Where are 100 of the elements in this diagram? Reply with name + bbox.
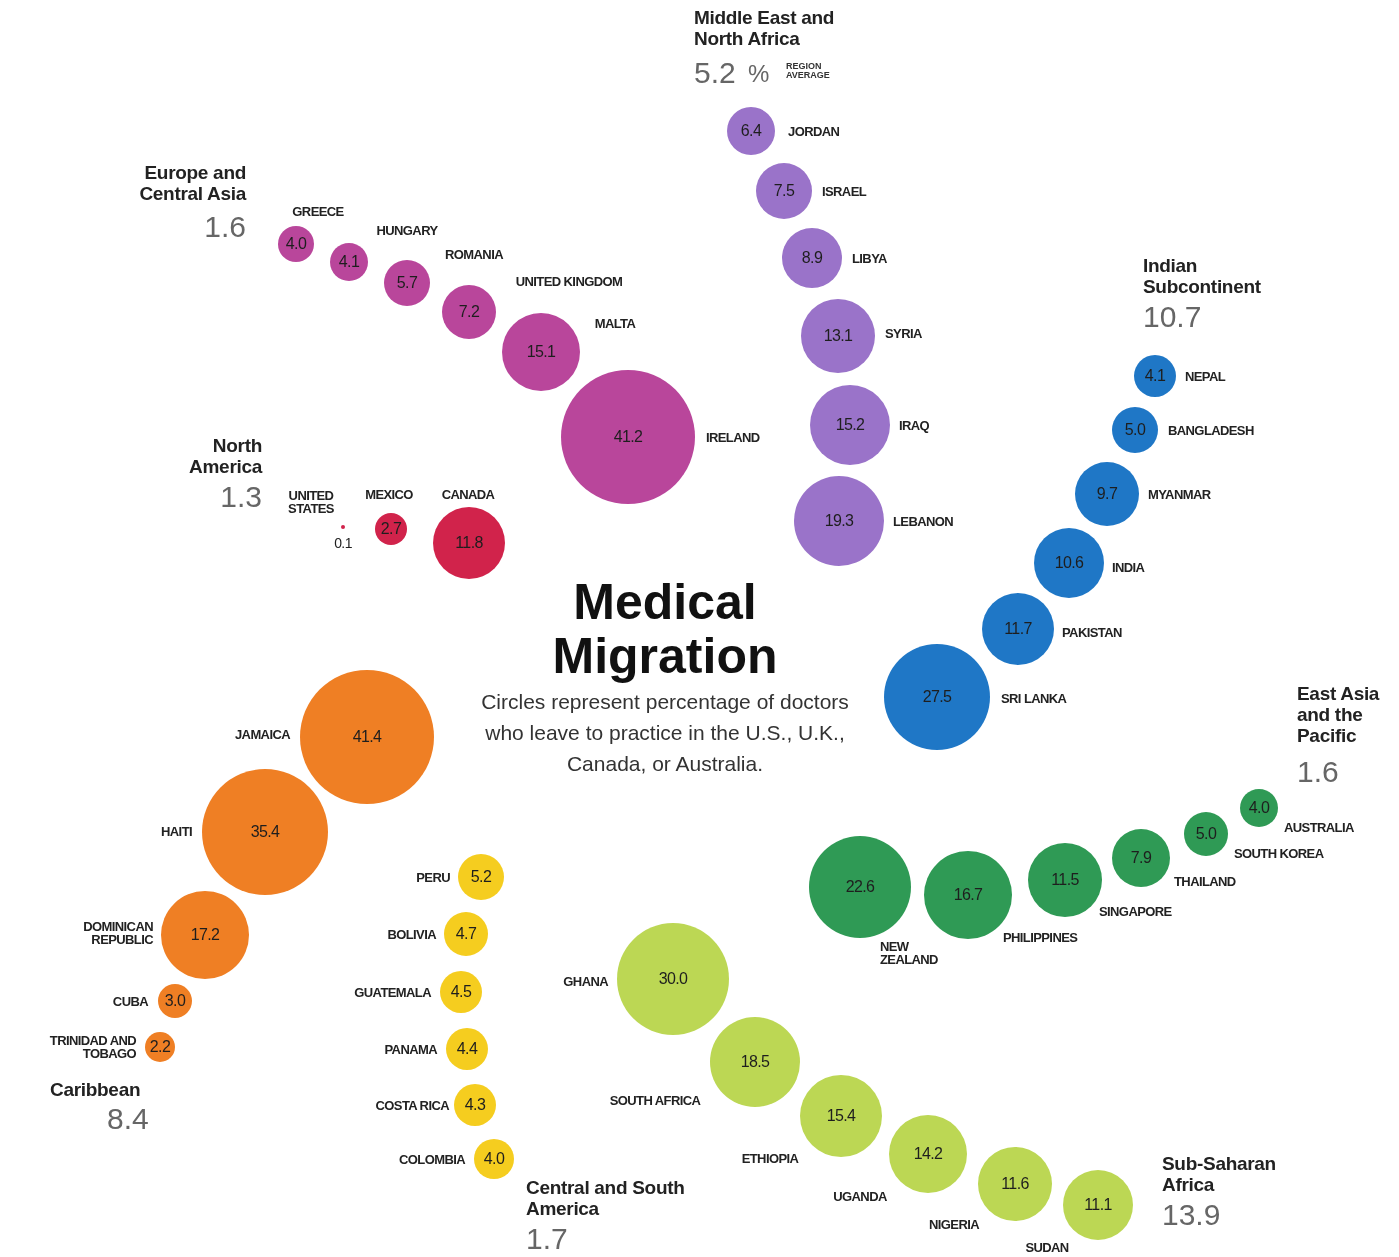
country-label: SRI LANKA bbox=[1001, 691, 1067, 705]
country-label: LIBYA bbox=[852, 251, 887, 265]
value-label: 27.5 bbox=[922, 688, 952, 706]
country-label: BANGLADESH bbox=[1168, 423, 1254, 437]
country-label: PAKISTAN bbox=[1062, 625, 1122, 639]
value-label: 41.4 bbox=[352, 728, 382, 746]
country-label: PERU bbox=[416, 870, 450, 884]
country-label: ROMANIA bbox=[445, 247, 503, 261]
value-label: 5.2 bbox=[470, 868, 492, 886]
value-label: 4.0 bbox=[285, 235, 307, 253]
value-label: 0.1 bbox=[334, 535, 352, 551]
region-average: 1.6 bbox=[1297, 757, 1340, 787]
country-label: MALTA bbox=[594, 316, 636, 330]
country-label: AUSTRALIA bbox=[1284, 820, 1354, 834]
value-circle bbox=[1184, 812, 1228, 856]
value-label: 16.7 bbox=[953, 886, 983, 904]
value-label: 5.0 bbox=[1124, 421, 1146, 439]
value-circle bbox=[442, 285, 496, 339]
value-label: 11.7 bbox=[1004, 620, 1032, 638]
country-label: ETHIOPIA bbox=[741, 1151, 799, 1165]
region-heading: Indian Subcontinent bbox=[1143, 256, 1262, 298]
country-label: NEW ZEALAND bbox=[880, 940, 939, 966]
value-label: 35.4 bbox=[250, 823, 280, 841]
region-heading: Central and South America bbox=[526, 1178, 686, 1220]
country-label: COLOMBIA bbox=[399, 1152, 465, 1166]
country-label: HAITI bbox=[161, 824, 192, 838]
country-label: SYRIA bbox=[885, 326, 922, 340]
value-circle bbox=[782, 228, 842, 288]
value-label: 11.5 bbox=[1051, 871, 1079, 889]
country-label: UNITED KINGDOM bbox=[515, 274, 623, 288]
region-average: 8.4 bbox=[107, 1104, 150, 1134]
country-label: ISRAEL bbox=[822, 184, 867, 198]
title: Medical Migration bbox=[551, 575, 779, 683]
value-label: 5.7 bbox=[396, 274, 418, 292]
value-circle bbox=[446, 1028, 488, 1070]
country-label: SOUTH AFRICA bbox=[609, 1093, 701, 1107]
value-label: 13.1 bbox=[823, 327, 853, 345]
value-label: 15.4 bbox=[826, 1107, 856, 1125]
country-label: SOUTH KOREA bbox=[1234, 846, 1324, 860]
value-circle bbox=[727, 107, 775, 155]
value-label: 4.7 bbox=[455, 925, 477, 943]
value-label: 7.5 bbox=[773, 182, 795, 200]
country-label: SUDAN bbox=[1025, 1240, 1069, 1254]
country-label: COSTA RICA bbox=[375, 1098, 449, 1112]
region-average: 1.3 bbox=[219, 482, 262, 512]
country-label: JORDAN bbox=[788, 124, 840, 138]
value-label: 11.8 bbox=[455, 534, 483, 552]
country-label: UGANDA bbox=[833, 1189, 887, 1203]
value-label: 8.9 bbox=[801, 249, 823, 267]
value-circle bbox=[145, 1032, 175, 1062]
country-label: MEXICO bbox=[365, 487, 413, 501]
percent-sign: % bbox=[748, 62, 771, 86]
country-label: GUATEMALA bbox=[354, 985, 431, 999]
value-label: 19.3 bbox=[824, 512, 854, 530]
region-heading: Middle East and North Africa bbox=[694, 8, 836, 50]
value-label: 15.2 bbox=[835, 416, 865, 434]
value-label: 4.3 bbox=[464, 1096, 486, 1114]
region-average: 1.7 bbox=[526, 1224, 569, 1254]
country-label: PHILIPPINES bbox=[1003, 930, 1078, 944]
value-circle bbox=[440, 971, 482, 1013]
value-label: 4.5 bbox=[450, 983, 472, 1001]
value-label: 4.1 bbox=[338, 253, 360, 271]
region-average: 10.7 bbox=[1143, 302, 1203, 332]
value-label: 22.6 bbox=[845, 878, 875, 896]
region-heading: Sub-Saharan Africa bbox=[1162, 1154, 1277, 1196]
value-label: 2.2 bbox=[149, 1038, 171, 1056]
value-label: 7.9 bbox=[1130, 849, 1152, 867]
value-label: 6.4 bbox=[740, 122, 762, 140]
value-label: 9.7 bbox=[1096, 485, 1118, 503]
country-label: GHANA bbox=[563, 974, 608, 988]
caption: Circles represent percentage of doctors who leave to practice in the U.S., U.K., Canada, or Australia. bbox=[480, 689, 850, 777]
value-circle bbox=[375, 513, 407, 545]
country-label: LEBANON bbox=[893, 514, 954, 528]
value-circle bbox=[278, 226, 314, 262]
value-label: 15.1 bbox=[526, 343, 556, 361]
value-circle bbox=[330, 243, 368, 281]
country-label: IRAQ bbox=[899, 418, 930, 432]
country-label: NIGERIA bbox=[929, 1217, 979, 1231]
value-circle bbox=[454, 1084, 496, 1126]
value-circle bbox=[1134, 355, 1176, 397]
value-label: 11.1 bbox=[1084, 1196, 1112, 1214]
country-label: INDIA bbox=[1112, 560, 1145, 574]
region-average: 13.9 bbox=[1162, 1200, 1222, 1230]
value-label: 2.7 bbox=[380, 520, 402, 538]
region-heading: Europe and Central Asia bbox=[138, 163, 246, 205]
value-circle bbox=[1240, 789, 1278, 827]
country-label: NEPAL bbox=[1185, 369, 1226, 383]
value-circle bbox=[710, 1017, 800, 1107]
value-label: 30.0 bbox=[658, 970, 688, 988]
value-label: 4.1 bbox=[1144, 367, 1166, 385]
country-label: MYANMAR bbox=[1148, 487, 1211, 501]
region-average: 1.6 bbox=[203, 212, 246, 242]
value-circle bbox=[474, 1139, 514, 1179]
value-label: 4.0 bbox=[483, 1150, 505, 1168]
value-circle bbox=[1112, 407, 1158, 453]
value-label: 10.6 bbox=[1054, 554, 1084, 572]
value-label: 4.4 bbox=[456, 1040, 478, 1058]
region-average: 5.2 bbox=[694, 58, 737, 88]
value-label: 7.2 bbox=[458, 303, 480, 321]
value-label: 18.5 bbox=[740, 1053, 770, 1071]
